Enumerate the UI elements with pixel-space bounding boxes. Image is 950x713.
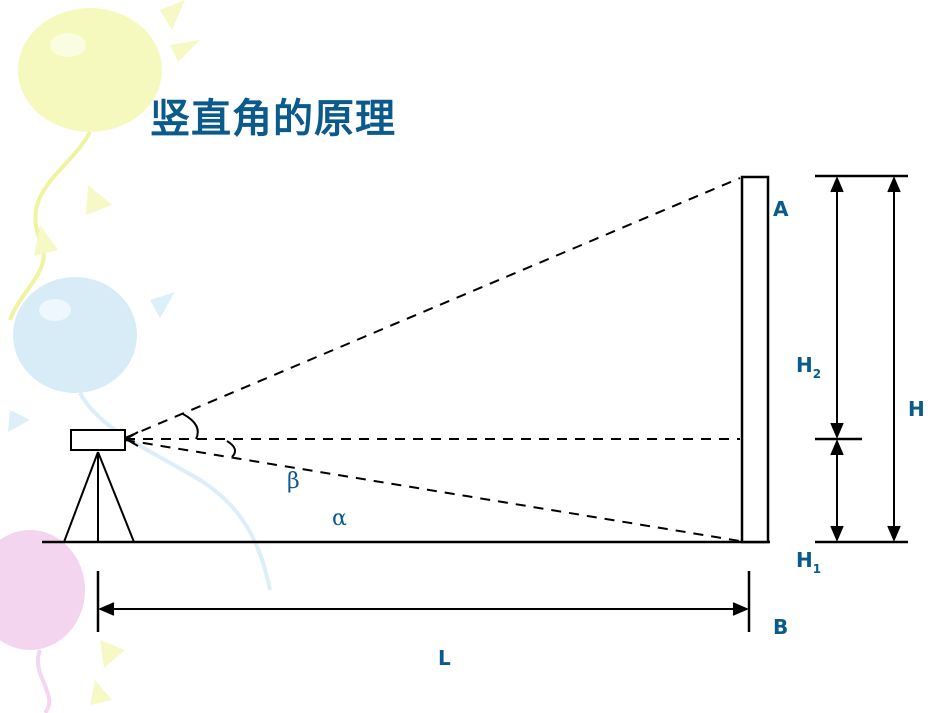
label-h2: H2 [796, 353, 821, 381]
l-arrow-left [98, 602, 115, 616]
pink-balloon [0, 530, 85, 650]
label-l: L [438, 646, 451, 670]
label-alpha: α [332, 506, 347, 531]
h-arrow-top [887, 176, 901, 193]
h2-arrow-top [830, 176, 844, 193]
angle-arc-upper [182, 413, 199, 440]
h1-arrow-top [830, 439, 844, 456]
h-arrow-bottom [887, 525, 901, 542]
label-b: B [773, 615, 788, 639]
h1-arrow-bottom [830, 525, 844, 542]
ray-7 [100, 640, 125, 668]
tripod-leg-left [63, 451, 99, 543]
ray-3 [86, 185, 112, 215]
ray-1 [160, 0, 185, 30]
sight-arrowhead [124, 431, 139, 447]
blue-balloon-highlight [39, 299, 71, 321]
ray-2 [170, 40, 200, 62]
h2-arrow-bottom [830, 422, 844, 439]
ray-5 [150, 292, 175, 318]
pink-balloon-string [36, 649, 52, 713]
theodolite-instrument [70, 429, 126, 451]
label-a: A [773, 197, 789, 221]
tripod-leg-right [97, 451, 135, 543]
blue-balloon-string [78, 392, 272, 591]
label-h1-main: H [796, 548, 813, 572]
ray-6 [8, 410, 30, 432]
ray-8 [90, 680, 112, 705]
ray-4 [34, 225, 58, 256]
yellow-balloon-highlight [50, 33, 86, 57]
leveling-staff [740, 175, 770, 544]
l-arrow-right [732, 602, 749, 616]
label-h: H [908, 397, 925, 421]
angle-arc-lower [226, 440, 237, 458]
slide-title: 竖直角的原理 [150, 96, 396, 142]
label-h1-sub: 1 [813, 562, 821, 576]
label-h2-sub: 2 [813, 367, 821, 381]
sight-line-to-a [124, 177, 741, 439]
label-h1: H1 [796, 548, 821, 576]
sight-line-to-base [124, 439, 741, 542]
label-h2-main: H [796, 353, 813, 377]
label-beta: β [287, 469, 300, 494]
